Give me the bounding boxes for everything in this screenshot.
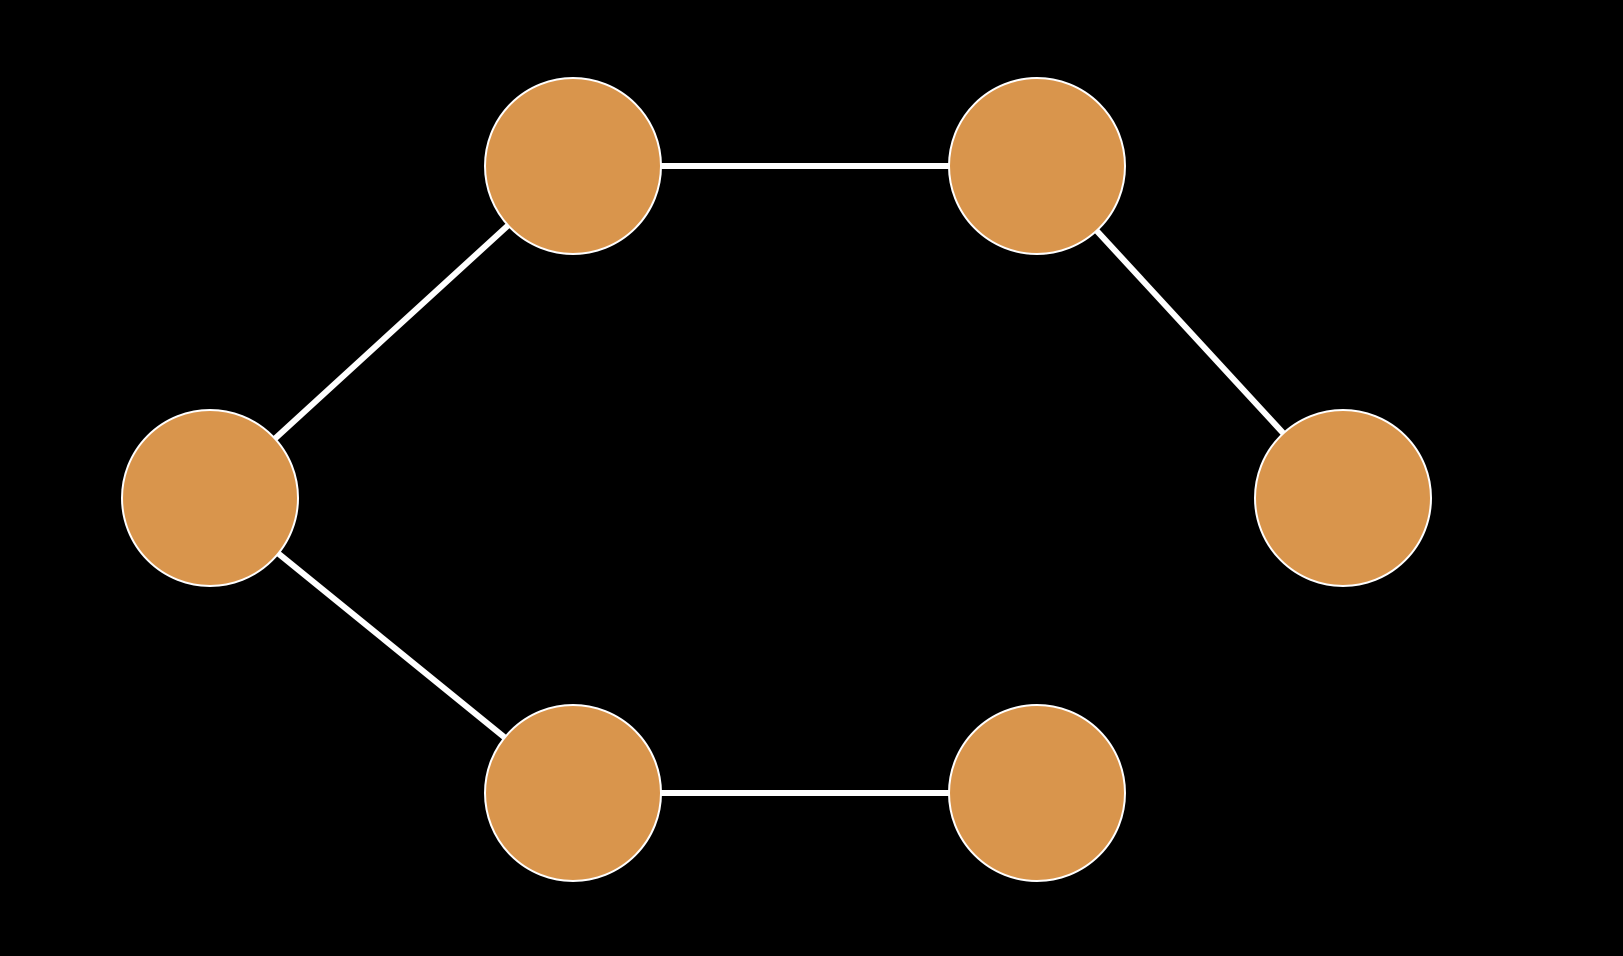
node-circle bbox=[948, 77, 1126, 255]
node-circle bbox=[484, 77, 662, 255]
node-n1 bbox=[121, 409, 299, 587]
node-circle bbox=[484, 704, 662, 882]
node-circle bbox=[948, 704, 1126, 882]
node-circle bbox=[1254, 409, 1432, 587]
node-n3 bbox=[948, 77, 1126, 255]
node-n4 bbox=[1254, 409, 1432, 587]
node-n2 bbox=[484, 77, 662, 255]
node-n5 bbox=[484, 704, 662, 882]
nodes-layer bbox=[121, 77, 1432, 882]
node-n6 bbox=[948, 704, 1126, 882]
node-circle bbox=[121, 409, 299, 587]
